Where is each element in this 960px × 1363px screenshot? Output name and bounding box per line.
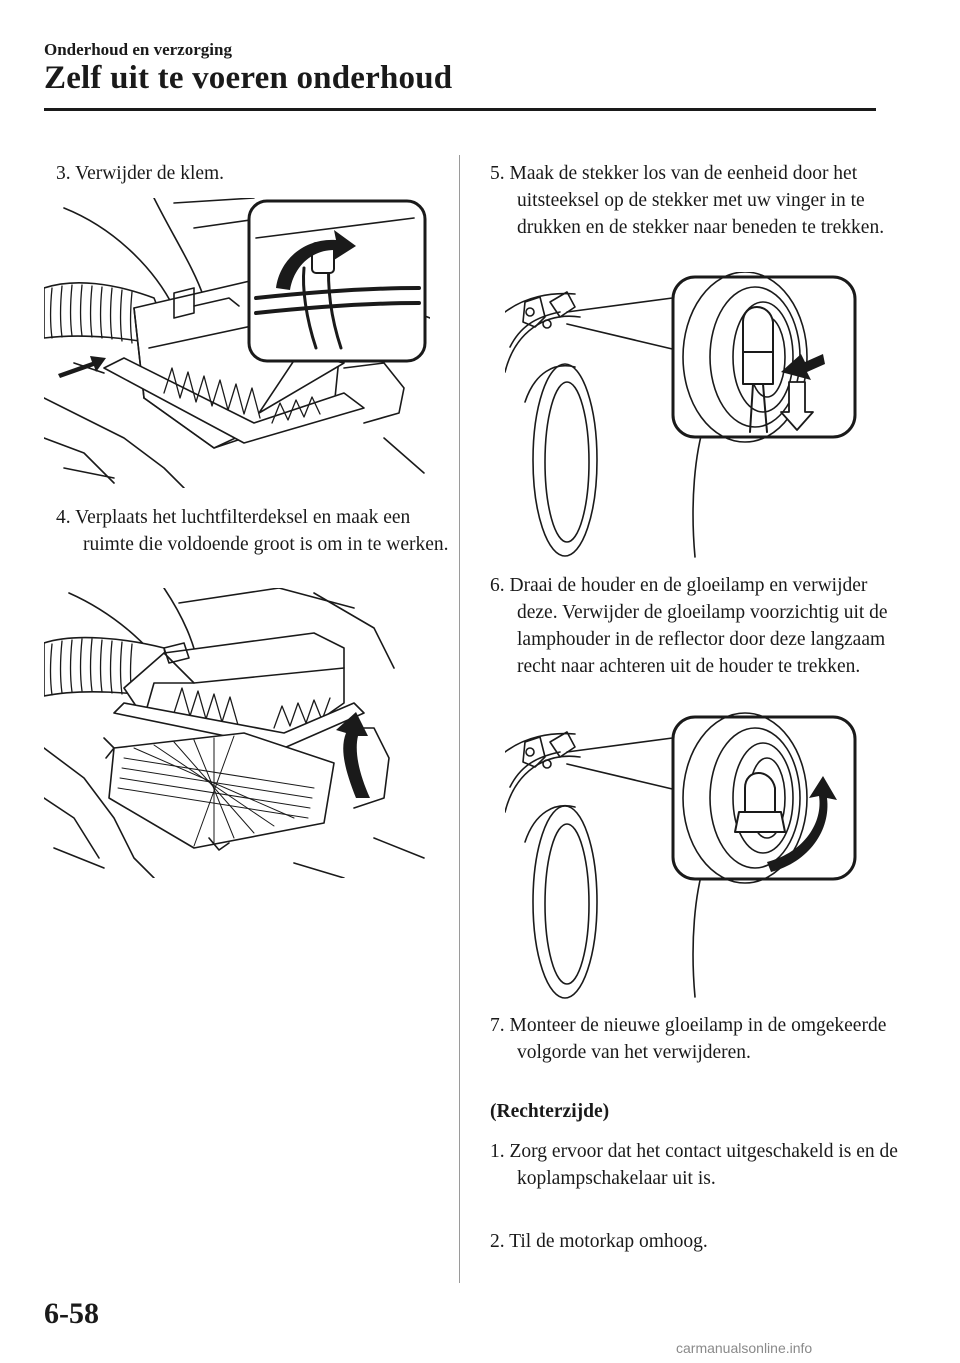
step-6-text: 6. Draai de houder en de gloeilamp en ve… [490,575,888,677]
page-title: Zelf uit te voeren onderhoud [44,60,453,96]
step-7-text: 7. Monteer de nieuwe gloeilamp in de omg… [490,1015,887,1063]
illustration-remove-clip [44,198,430,488]
header-rule [44,108,876,111]
push-arrow-icon [781,354,825,380]
lift-arrow-icon [336,712,370,798]
step-4-text: 4. Verplaats het luchtfilterdeksel en ma… [56,507,449,555]
curved-arrow-icon [276,230,356,290]
page-number: 6-58 [44,1297,99,1330]
push-arrow-icon [58,356,106,378]
illustration-rotate-bulb [505,712,860,1002]
watermark[interactable]: carmanualsonline.info [676,1340,813,1356]
illustration-move-cover [44,588,430,878]
section-label: Onderhoud en verzorging [44,40,232,59]
rotate-arrow-icon [767,776,837,872]
illustration-disconnect-plug [505,272,860,562]
step-5-text: 5. Maak de stekker los van de eenheid do… [490,163,885,238]
down-arrow-icon [780,381,814,431]
right-side-step-1-text: 1. Zorg ervoor dat het contact uitgescha… [490,1141,898,1189]
right-side-step-2-text: 2. Til de motorkap omhoog. [490,1231,708,1252]
step-3-text: 3. Verwijder de klem. [56,163,225,184]
subheading-right-side: (Rechterzijde) [490,1101,610,1122]
column-divider [459,155,460,1283]
